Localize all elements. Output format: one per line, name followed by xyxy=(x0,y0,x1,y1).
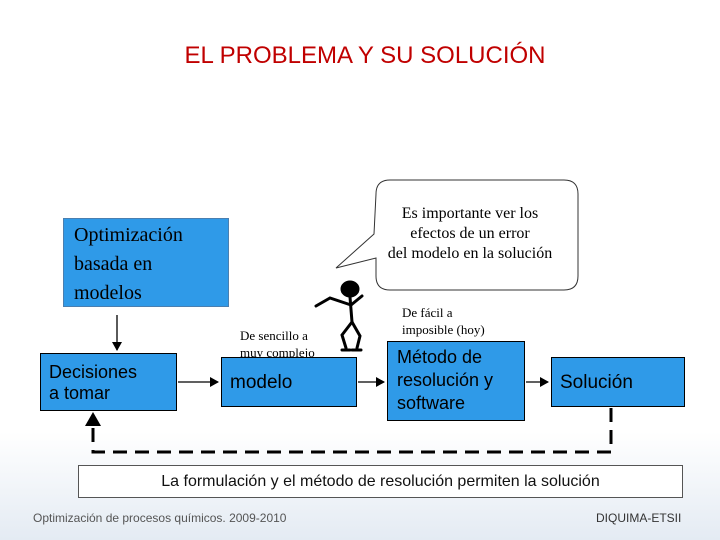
difficulty-note: De fácil a imposible (hoy) xyxy=(402,304,522,338)
optimization-box: Optimización basada en modelos xyxy=(63,218,229,307)
slide-title: EL PROBLEMA Y SU SOLUCIÓN xyxy=(184,42,546,69)
feedback-loop-dashed xyxy=(91,408,613,454)
complexity-note: De sencillo a muy complejo xyxy=(240,327,350,361)
feedback-loop-arrowhead xyxy=(85,412,101,426)
complexity-note-line: De sencillo a xyxy=(240,328,308,343)
method-line: software xyxy=(397,393,466,413)
method-line: Método de xyxy=(397,347,483,367)
thinking-stick-figure-icon xyxy=(314,280,364,352)
callout-line: del modelo en la solución xyxy=(387,245,553,262)
difficulty-note-line: imposible (hoy) xyxy=(402,322,485,337)
model-label: modelo xyxy=(230,372,293,393)
conclusion-box: La formulación y el método de resolución… xyxy=(78,465,683,498)
decisions-box: Decisiones a tomar xyxy=(40,353,177,411)
decisions-line: a tomar xyxy=(49,383,111,403)
method-box: Método de resolución y software xyxy=(387,341,525,421)
solution-box: Solución xyxy=(551,357,685,407)
method-line: resolución y xyxy=(397,370,494,390)
callout-line: Es importante ver los xyxy=(401,205,539,222)
optimization-line: basada en xyxy=(74,253,153,275)
optimization-line: modelos xyxy=(74,282,142,304)
footer-department: DIQUIMA-ETSII xyxy=(596,511,682,525)
difficulty-note-line: De fácil a xyxy=(402,305,453,320)
complexity-note-line: muy complejo xyxy=(240,345,315,360)
callout-line: efectos de un error xyxy=(410,225,530,242)
conclusion-text: La formulación y el método de resolución… xyxy=(161,473,600,490)
solution-label: Solución xyxy=(560,372,633,393)
model-box: modelo xyxy=(221,357,357,407)
optimization-line: Optimización xyxy=(74,224,183,246)
callout-text: Es importante ver los efectos de un erro… xyxy=(372,204,568,264)
footer-course: Optimización de procesos químicos. 2009-… xyxy=(33,511,287,525)
callout-bubble xyxy=(335,179,579,291)
decisions-line: Decisiones xyxy=(49,362,138,382)
